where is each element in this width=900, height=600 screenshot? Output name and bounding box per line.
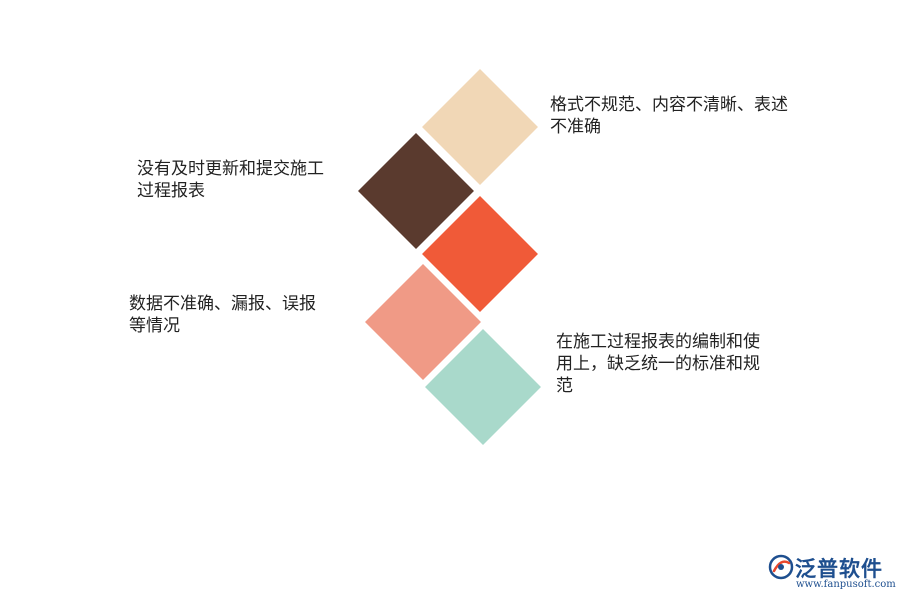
brand-url: www.fanpusoft.com <box>796 579 896 590</box>
brand-mark-icon <box>768 554 794 580</box>
label-format-issue: 格式不规范、内容不清晰、表述 不准确 <box>550 94 788 138</box>
brand-name: 泛普软件 <box>795 557 883 581</box>
label-line: 数据不准确、漏报、误报 <box>129 294 316 314</box>
label-line: 过程报表 <box>137 181 205 201</box>
label-line: 格式不规范、内容不清晰、表述 <box>550 95 788 115</box>
label-line: 不准确 <box>550 117 601 137</box>
brand-logo: 泛普软件 www.fanpusoft.com <box>768 552 896 596</box>
label-data-issue: 数据不准确、漏报、误报 等情况 <box>129 293 316 337</box>
label-update-issue: 没有及时更新和提交施工 过程报表 <box>137 158 324 202</box>
label-standard-issue: 在施工过程报表的编制和使 用上，缺乏统一的标准和规 范 <box>556 331 760 397</box>
label-line: 用上，缺乏统一的标准和规 <box>556 354 760 374</box>
label-line: 范 <box>556 376 573 396</box>
label-line: 等情况 <box>129 316 180 336</box>
label-line: 没有及时更新和提交施工 <box>137 159 324 179</box>
label-line: 在施工过程报表的编制和使 <box>556 332 760 352</box>
